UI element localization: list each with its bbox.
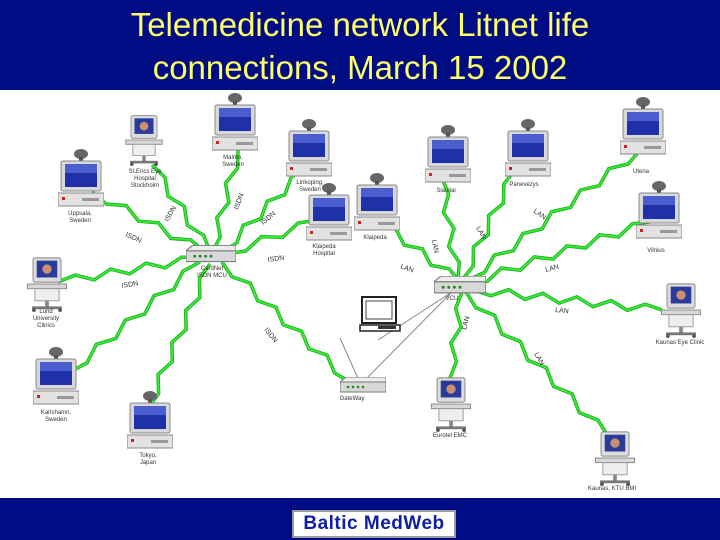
link-label-isdn: ISDN: [267, 255, 285, 264]
node-label: Utena: [633, 169, 650, 175]
node-kaunas-ktu: Kaunas, KTU BMI: [588, 431, 636, 492]
node-siauliai: Siauliai: [425, 124, 471, 194]
slide-title-line-1: Telemedicine network Litnet life: [130, 6, 590, 43]
gateway-device: GateWay: [340, 377, 386, 402]
network-diagram: ISDN ISDN ISDN ISDN ISDN ISDN ISDN LAN L…: [26, 92, 705, 492]
link-label-isdn: ISDN: [262, 327, 278, 344]
node-label: Uppsala,Sweden: [68, 211, 92, 224]
wireless-link-bolt-highlight: [449, 291, 463, 379]
node-label: Tokyo,Japan: [139, 453, 157, 466]
node-utena: Utena: [620, 96, 666, 175]
gateway-label: GateWay: [340, 396, 365, 402]
wireless-link-bolt-highlight: [473, 288, 663, 312]
node-eurotel: Eurotel EMC: [430, 377, 472, 439]
node-label: Klaipeda: [363, 235, 387, 241]
link-label-lan: LAN: [532, 208, 547, 222]
node-malmo: Malmo,Sweden: [212, 92, 258, 168]
wireless-link-bolt-highlight: [221, 167, 307, 253]
link-label-lan: LAN: [545, 264, 560, 274]
wireless-links: [57, 148, 663, 437]
node-label: Kaunas Eye Clinic: [656, 340, 705, 346]
node-klaipeda: Klaipeda: [354, 172, 400, 241]
wireless-link-bolt-highlight: [441, 177, 461, 281]
node-label: Panevezys: [509, 182, 538, 188]
wireless-link-bolt-highlight: [465, 291, 609, 437]
wireless-link-bolt: [379, 220, 462, 284]
node-label: Eurotel EMC: [433, 433, 468, 439]
wireless-link-bolt-highlight: [69, 261, 201, 373]
link-label-isdn: ISDN: [124, 231, 142, 244]
link-label-isdn: ISDN: [164, 205, 178, 223]
wireless-link-bolt-highlight: [211, 149, 239, 254]
node-kaunas-eye: Kaunas Eye Clinic: [656, 283, 705, 346]
link-label-lan: LAN: [555, 307, 569, 315]
node-label: Malmo,Sweden: [222, 155, 244, 168]
slide-title-line-2: connections, March 15 2002: [152, 49, 568, 86]
wire-vcu-gateway: [361, 291, 453, 384]
wireless-link-bolt-highlight: [57, 256, 201, 283]
link-label-isdn: ISDN: [121, 280, 139, 290]
node-karlshamn: Karlshamn,Sweden: [33, 346, 79, 423]
wireless-link-bolt-highlight: [467, 149, 641, 281]
baltic-medweb-logo: Baltic MedWeb: [292, 510, 456, 538]
node-label: Karlshamn,Sweden: [41, 410, 72, 423]
node-linkoping: Linkoping,Sweden: [286, 118, 332, 193]
vcu-label: VCU: [446, 296, 459, 302]
wired-links: [339, 289, 456, 384]
wireless-link-bolt-highlight: [221, 261, 351, 383]
node-label: Kaunas, KTU BMI: [588, 486, 636, 492]
link-label-isdn: ISDN: [233, 193, 245, 211]
node-label: Linkoping,Sweden: [296, 180, 324, 193]
link-label-lan: LAN: [399, 263, 414, 274]
wireless-link-bolt-highlight: [225, 219, 319, 255]
node-vilnius: Vilnius: [636, 180, 682, 254]
link-label-lan: LAN: [461, 316, 471, 331]
node-uppsala: Uppsala,Sweden: [58, 148, 104, 224]
wireless-link-bolt-highlight: [469, 221, 651, 284]
wireless-link-bolt-highlight: [151, 164, 211, 253]
vcu-device: VCU: [434, 276, 486, 302]
title-bar: [0, 0, 720, 90]
wireless-link-bolt-highlight: [91, 191, 206, 253]
link-label-lan: LAN: [430, 239, 439, 254]
node-panevezys: Panevezys: [505, 118, 551, 188]
node-tokyo: Tokyo,Japan: [127, 390, 173, 466]
node-label: Vilnius: [647, 248, 665, 254]
node-label: Siauliai: [436, 188, 455, 194]
wire-terminal-gateway: [339, 337, 361, 384]
wireless-link-bolt-highlight: [379, 221, 461, 283]
wireless-link-bolt-highlight: [147, 263, 211, 409]
wireless-link-bolt-highlight: [461, 169, 516, 281]
terminal-icon: [359, 296, 401, 332]
